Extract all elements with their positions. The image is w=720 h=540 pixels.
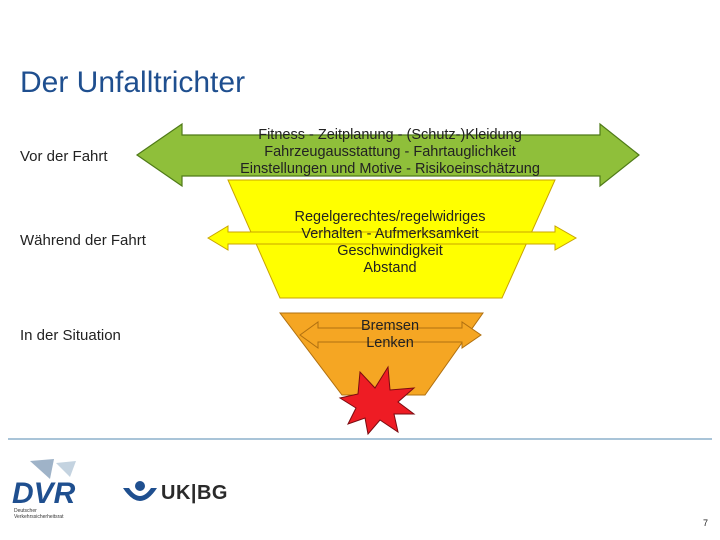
band-before xyxy=(135,122,640,188)
stage-label-before: Vor der Fahrt xyxy=(20,148,108,165)
impact-star xyxy=(338,365,416,436)
band-text-situation: Bremsen Lenken xyxy=(330,318,450,352)
band-text-before: Fitness - Zeitplanung - (Schutz-)Kleidun… xyxy=(220,127,560,178)
band-line: Fitness - Zeitplanung - (Schutz-)Kleidun… xyxy=(258,127,522,143)
band-line: Geschwindigkeit xyxy=(337,243,443,259)
svg-text:DVR: DVR xyxy=(12,477,76,510)
arrow-during xyxy=(207,225,578,251)
band-line: Fahrzeugausstattung - Fahrtauglichkeit xyxy=(264,144,516,160)
dvr-subtitle: Deutscher Verkehrssicherheitsrat xyxy=(14,508,64,520)
ukbg-logo-text: UK|BG xyxy=(161,482,228,504)
footer-divider xyxy=(8,438,712,440)
stage-label-situation: In der Situation xyxy=(20,327,121,344)
band-line: Regelgerechtes/regelwidriges xyxy=(294,209,486,225)
arrow-situation xyxy=(299,321,482,349)
band-line: Abstand xyxy=(363,260,417,276)
band-line: Lenken xyxy=(366,335,414,351)
band-line: Bremsen xyxy=(360,318,420,334)
page-number: 7 xyxy=(702,518,708,528)
dvr-logo: DVR xyxy=(12,459,76,510)
band-text-during: Regelgerechtes/regelwidriges Verhalten -… xyxy=(250,209,530,277)
band-line: Einstellungen und Motive - Risikoeinschä… xyxy=(240,161,540,177)
stage-label-during: Während der Fahrt xyxy=(20,232,146,249)
band-line: Verhalten - Aufmerksamkeit xyxy=(301,226,479,242)
page-title: Der Unfalltrichter xyxy=(20,66,246,99)
ukbg-emblem-icon xyxy=(123,481,157,501)
